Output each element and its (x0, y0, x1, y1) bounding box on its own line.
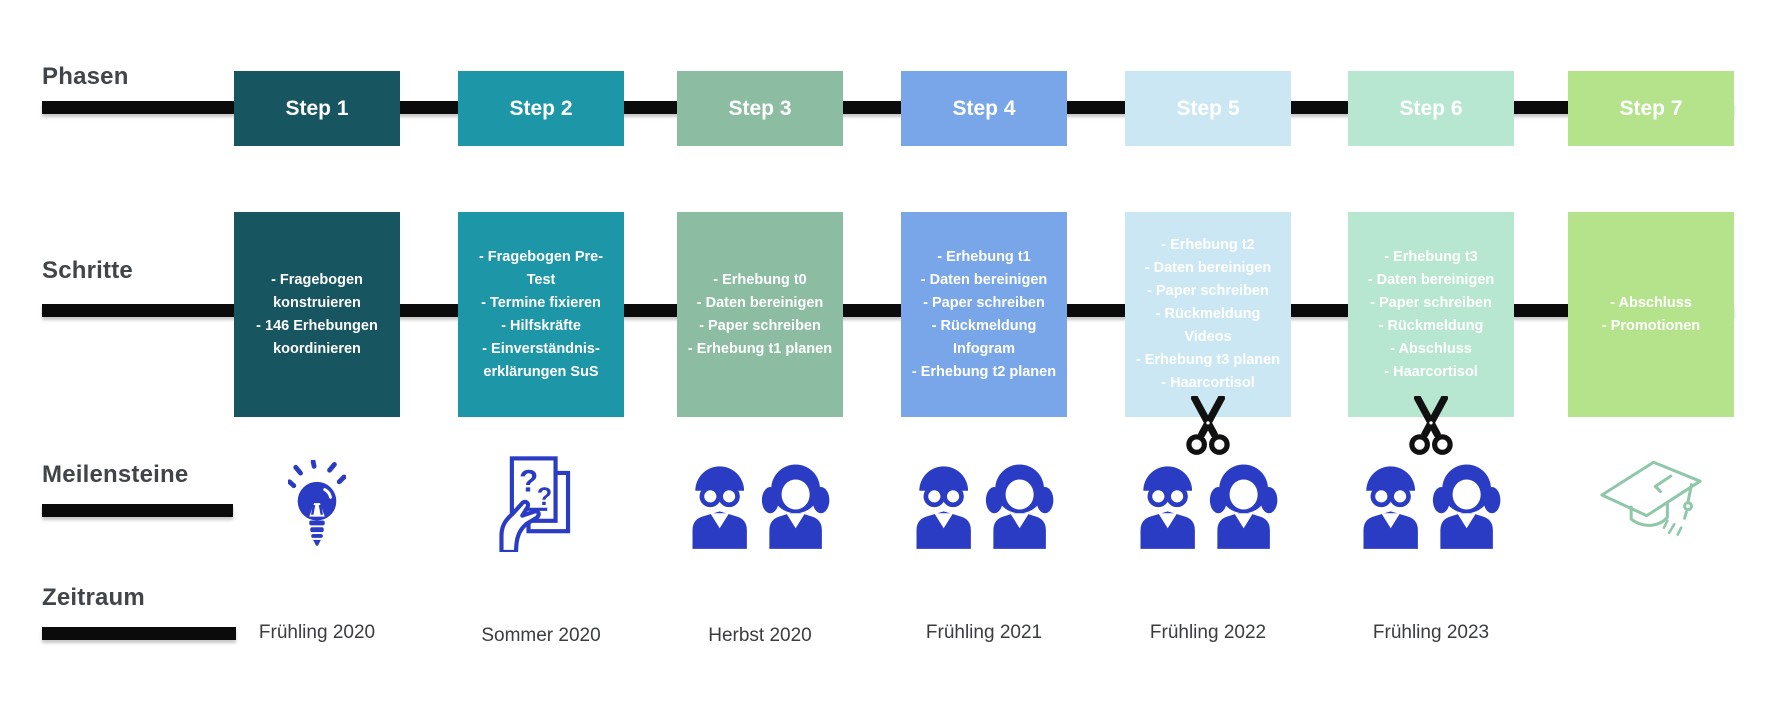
scissors-icon (1348, 396, 1514, 458)
task-line: - Abschluss (1610, 294, 1692, 311)
phase-title: Step 1 (285, 96, 349, 120)
phase-title: Step 3 (728, 96, 792, 120)
task-line: - Daten bereinigen (1144, 260, 1272, 276)
task-line: konstruieren (273, 294, 361, 311)
zeitraum-step-2: Sommer 2020 (481, 625, 601, 646)
task-line: - Paper schreiben (1147, 283, 1269, 299)
task-line: - Rückmeldung (1378, 317, 1484, 334)
phase-title: Step 4 (952, 96, 1016, 120)
phase-box-step-5: Step 5 (1125, 71, 1291, 146)
task-line: - Paper schreiben (1370, 294, 1492, 311)
task-box-step-7: - Abschluss - Promotionen (1568, 212, 1734, 417)
task-line: - Erhebung t2 planen (911, 363, 1057, 380)
students-icon (677, 452, 843, 552)
task-box-step-2: - Fragebogen Pre- Test - Termine fixiere… (458, 212, 624, 417)
question-mark-glyph: ? (519, 464, 538, 499)
task-line: Infogram (952, 340, 1016, 357)
task-line: - Daten bereinigen (696, 294, 824, 311)
phase-title: Step 6 (1399, 96, 1463, 120)
meilensteine-underline-bar (42, 504, 233, 517)
task-line: Test (526, 271, 556, 288)
phase-box-step-4: Step 4 (901, 71, 1067, 146)
phase-box-step-6: Step 6 (1348, 71, 1514, 146)
row-label-zeitraum: Zeitraum (42, 584, 145, 611)
task-box-step-3: - Erhebung t0 - Daten bereinigen - Paper… (677, 212, 843, 417)
task-line: - Paper schreiben (923, 294, 1045, 311)
row-label-phasen: Phasen (42, 63, 129, 90)
zeitraum-underline-bar (42, 627, 236, 640)
task-line: - Erhebung t1 planen (687, 340, 833, 357)
task-line: - Erhebung t0 (713, 271, 807, 288)
phase-title: Step 2 (509, 96, 573, 120)
questionnaire-icon: ? ? (458, 448, 624, 552)
lightbulb-icon (234, 460, 400, 552)
task-line: - Erhebung t3 planen (1135, 352, 1281, 368)
task-line: - 146 Erhebungen (256, 317, 378, 334)
zeitraum-step-5: Frühling 2022 (1149, 622, 1267, 643)
task-line: - Paper schreiben (699, 317, 821, 334)
task-line: - Erhebung t2 (1161, 237, 1255, 253)
phase-box-step-2: Step 2 (458, 71, 624, 146)
task-line: - Fragebogen Pre- (478, 248, 604, 265)
task-line: - Erhebung t3 (1384, 248, 1478, 265)
task-line: - Daten bereinigen (920, 271, 1048, 288)
task-line: koordinieren (273, 340, 361, 357)
task-line: - Abschluss (1390, 340, 1472, 357)
phase-box-step-1: Step 1 (234, 71, 400, 146)
task-line: - Fragebogen (271, 271, 363, 288)
phase-title: Step 7 (1619, 96, 1683, 120)
task-line: Videos (1184, 329, 1232, 345)
task-line: - Erhebung t1 (937, 248, 1031, 265)
zeitraum-step-3: Herbst 2020 (708, 625, 812, 646)
students-icon (1125, 452, 1291, 552)
students-icon (901, 452, 1067, 552)
phase-box-step-3: Step 3 (677, 71, 843, 146)
task-box-step-6: - Erhebung t3 - Daten bereinigen - Paper… (1348, 212, 1514, 417)
students-icon (1348, 452, 1514, 552)
graduation-cap-icon (1568, 448, 1734, 548)
phase-box-step-7: Step 7 (1568, 71, 1734, 146)
task-line: - Rückmeldung (1155, 306, 1261, 322)
task-line: - Haarcortisol (1384, 363, 1478, 380)
row-label-meilensteine: Meilensteine (42, 461, 189, 488)
zeitraum-step-6: Frühling 2023 (1372, 622, 1490, 643)
task-line: - Einverständnis- (482, 340, 600, 357)
task-line: - Promotionen (1601, 317, 1701, 334)
scissors-icon (1125, 396, 1291, 458)
task-box-step-4: - Erhebung t1 - Daten bereinigen - Paper… (901, 212, 1067, 417)
zeitraum-step-4: Frühling 2021 (925, 622, 1043, 643)
question-mark-glyph: ? (537, 483, 552, 511)
task-line: - Daten bereinigen (1367, 271, 1495, 288)
task-line: - Rückmeldung (931, 317, 1037, 334)
task-box-step-1: - Fragebogen konstruieren - 146 Erhebung… (234, 212, 400, 417)
row-label-schritte: Schritte (42, 257, 133, 284)
task-line: - Hilfskräfte (501, 317, 581, 334)
task-line: erklärungen SuS (483, 363, 599, 380)
task-line: - Haarcortisol (1161, 375, 1255, 391)
task-line: - Termine fixieren (481, 294, 601, 311)
zeitraum-step-1: Frühling 2020 (258, 622, 376, 643)
task-box-step-5: - Erhebung t2 - Daten bereinigen - Paper… (1125, 212, 1291, 417)
phase-title: Step 5 (1176, 96, 1240, 120)
